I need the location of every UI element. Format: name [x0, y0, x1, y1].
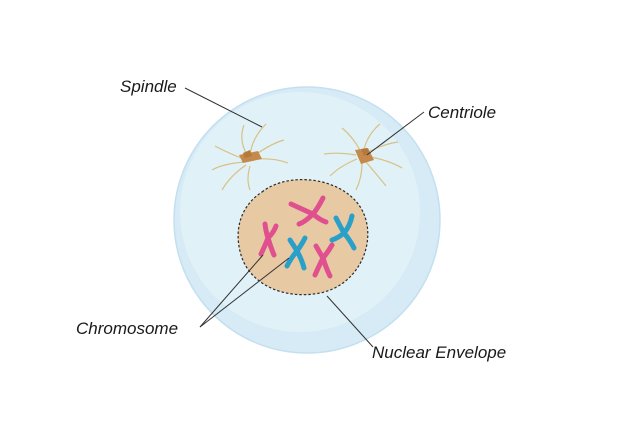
spindle-leader-line	[184, 87, 263, 128]
chromosome-label: Chromosome	[76, 319, 179, 338]
spindle-fibers-right	[323, 123, 403, 191]
nuclear-envelope-leader-line	[326, 295, 374, 348]
centriole-left	[239, 150, 262, 163]
nuclear-envelope-label: Nuclear Envelope	[372, 343, 507, 362]
chromosome-leader-line-b	[199, 257, 290, 328]
leader-lines	[184, 87, 425, 348]
centriole-label: Centriole	[428, 103, 497, 122]
chromosome-leader-line-a	[199, 254, 264, 328]
chromosome	[258, 195, 357, 279]
spindle-label: Spindle	[120, 77, 177, 96]
centriole-leader-line	[366, 111, 425, 156]
